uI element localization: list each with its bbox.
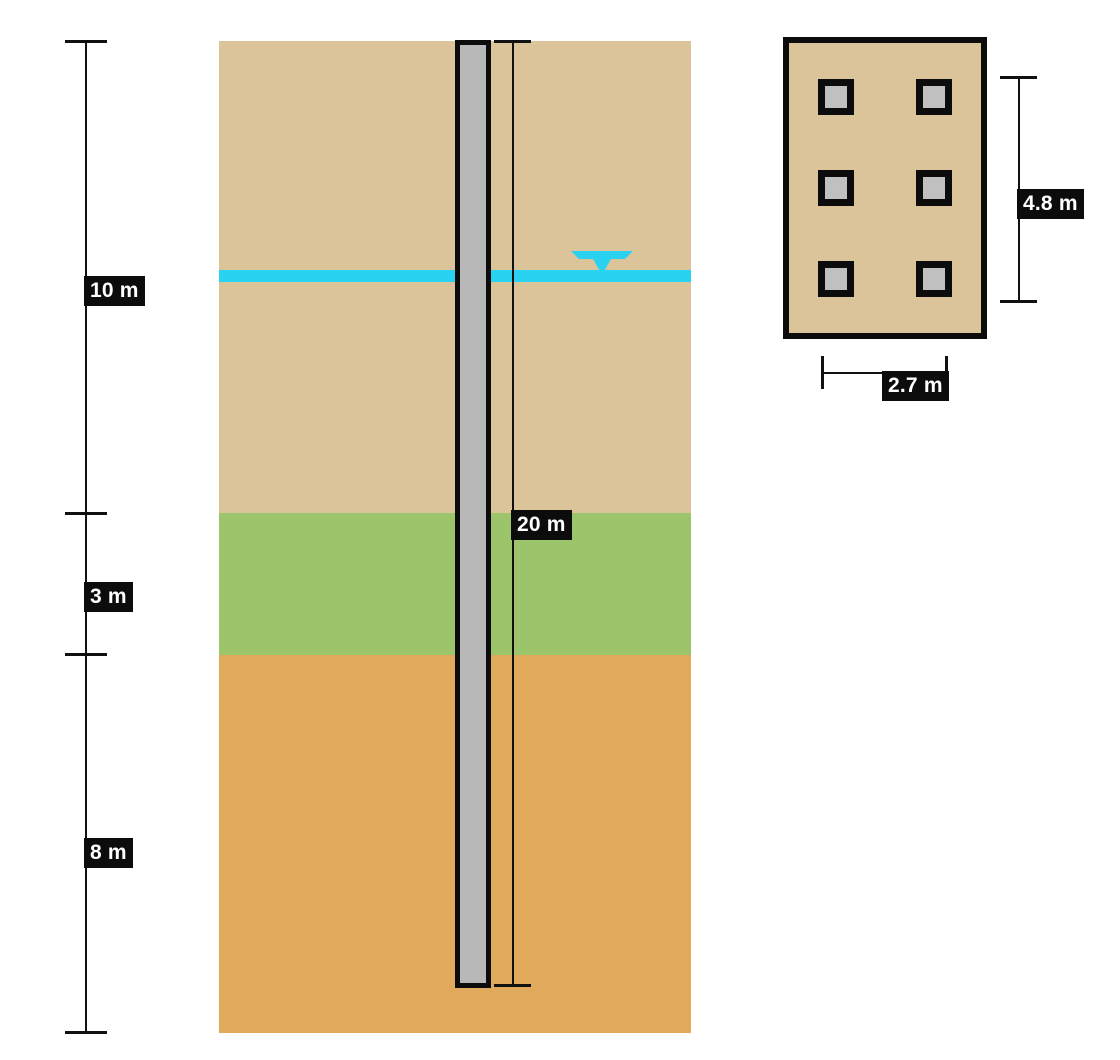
depth-scale-tick-13m <box>65 653 107 656</box>
plan-pile-r3c2 <box>916 261 952 297</box>
section-view <box>219 40 691 1033</box>
plan-pile-r2c2 <box>916 170 952 206</box>
plan-view <box>783 37 987 339</box>
plan-width-tick-left <box>821 356 824 389</box>
plan-height-label: 4.8 m <box>1017 189 1084 219</box>
plan-pile-r1c1 <box>818 79 854 115</box>
plan-height-tick-top <box>1000 76 1037 79</box>
depth-label-8m: 8 m <box>84 838 133 868</box>
plan-width-label: 2.7 m <box>882 371 949 401</box>
pile-length-tick-top <box>494 40 531 43</box>
plan-pile-r1c2 <box>916 79 952 115</box>
depth-label-10m: 10 m <box>84 276 145 306</box>
depth-scale-tick-top <box>65 40 107 43</box>
plan-pile-r2c1 <box>818 170 854 206</box>
pile-cap-outline <box>783 37 987 339</box>
depth-label-3m: 3 m <box>84 582 133 612</box>
plan-height-tick-bottom <box>1000 300 1037 303</box>
depth-scale-tick-bottom <box>65 1031 107 1034</box>
pile-length-label: 20 m <box>511 510 572 540</box>
pile-length-tick-bottom <box>494 984 531 987</box>
depth-scale-line <box>85 41 87 1033</box>
water-table-symbol <box>569 249 635 283</box>
pile-shaft <box>455 40 491 988</box>
plan-pile-r3c1 <box>818 261 854 297</box>
depth-scale-tick-10m <box>65 512 107 515</box>
